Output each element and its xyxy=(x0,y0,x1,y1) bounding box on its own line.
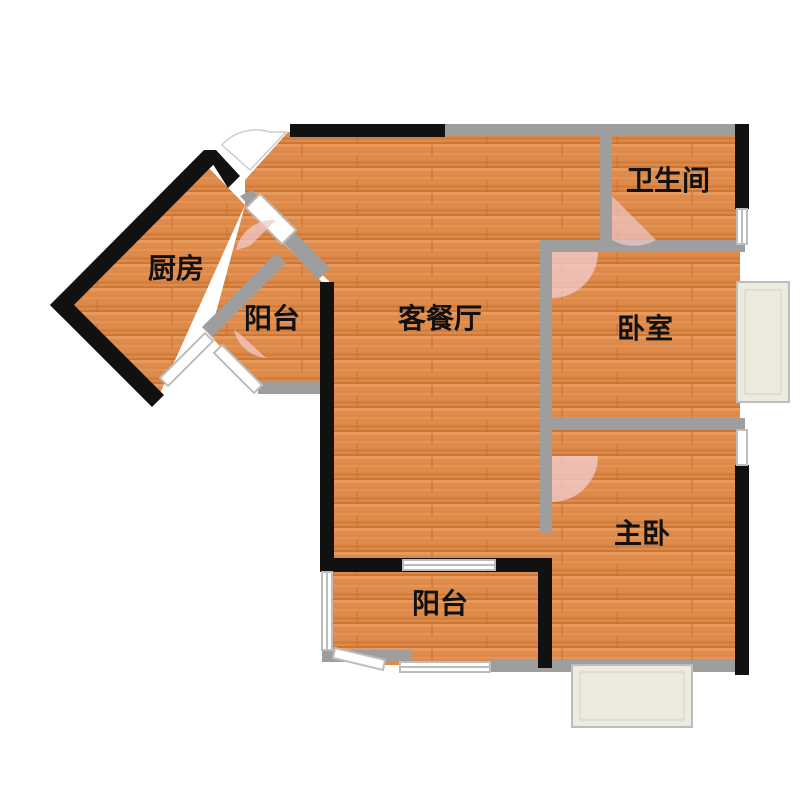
balcony-upper-floor xyxy=(210,205,322,390)
bedroom-label: 卧室 xyxy=(617,312,673,345)
living-dining-floor xyxy=(245,132,605,565)
balcony-lower-floor xyxy=(330,570,545,665)
balcony-lower-label: 阳台 xyxy=(412,587,468,620)
doors xyxy=(220,129,656,502)
master-bedroom-label: 主卧 xyxy=(614,517,670,550)
balcony-upper-label: 阳台 xyxy=(244,302,300,335)
windows xyxy=(158,192,748,673)
living-dining-label: 客餐厅 xyxy=(398,302,482,335)
bay-windows xyxy=(571,281,790,728)
bathroom-label: 卫生间 xyxy=(626,164,710,197)
kitchen-label: 厨房 xyxy=(148,252,204,285)
